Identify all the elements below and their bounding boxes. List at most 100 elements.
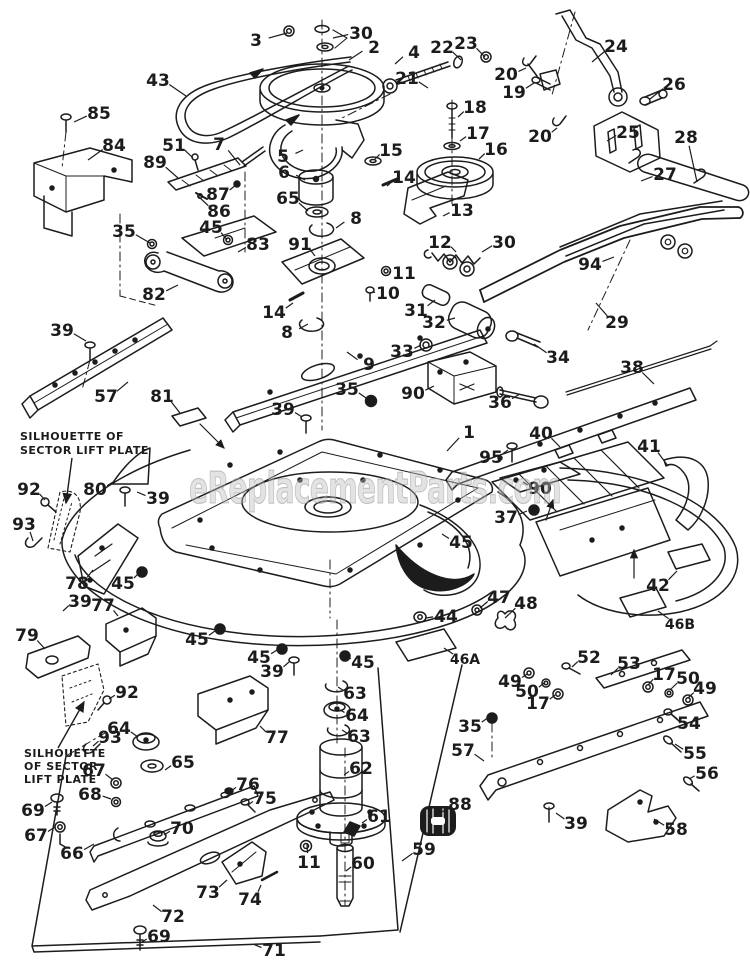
- leader-line: [441, 807, 449, 813]
- part-label-17: 17: [526, 694, 550, 714]
- part-label-43: 43: [146, 71, 170, 91]
- part-label-95: 95: [479, 448, 503, 468]
- rod-38: [565, 340, 718, 396]
- part-label-78: 78: [65, 574, 89, 594]
- part-label-52: 52: [577, 648, 601, 668]
- note-text: LIFT PLATE: [24, 773, 97, 786]
- leader-line: [591, 50, 606, 63]
- leader-line: [481, 245, 493, 253]
- leader-line: [525, 82, 535, 89]
- part-label-93: 93: [98, 728, 122, 748]
- note-text: SILHOUETTE: [24, 747, 106, 760]
- leader-line: [442, 212, 450, 217]
- part-label-67: 67: [24, 826, 48, 846]
- part-label-29: 29: [605, 313, 629, 333]
- leader-line: [446, 317, 456, 321]
- leader-line: [197, 195, 209, 207]
- engine-pulley: [259, 24, 385, 126]
- leader-line: [358, 392, 367, 399]
- leader-line: [39, 493, 46, 501]
- part-label-68: 68: [78, 785, 102, 805]
- part-label-23: 23: [454, 34, 478, 54]
- part-label-55: 55: [683, 744, 707, 764]
- leader-line: [116, 381, 129, 392]
- part-label-24: 24: [604, 37, 628, 57]
- part-label-46B: 46B: [665, 617, 695, 633]
- part-label-39: 39: [146, 489, 170, 509]
- part-label-51: 51: [162, 136, 186, 156]
- part-label-88: 88: [448, 795, 472, 815]
- part-label-90: 90: [528, 479, 552, 499]
- sector-lift-parts: [24, 447, 351, 755]
- part-label-27: 27: [653, 165, 677, 185]
- part-label-39: 39: [271, 400, 295, 420]
- part-label-32: 32: [422, 313, 446, 333]
- leader-line: [374, 153, 381, 160]
- part-label-81: 81: [150, 387, 174, 407]
- part-label-65: 65: [276, 189, 300, 209]
- part-label-45: 45: [351, 653, 375, 673]
- part-label-30: 30: [349, 24, 373, 44]
- part-label-76: 76: [236, 775, 260, 795]
- leader-line: [295, 174, 306, 181]
- rail-57-left: [21, 317, 173, 419]
- part-label-42: 42: [646, 576, 670, 596]
- part-label-14: 14: [392, 168, 416, 188]
- leader-line: [538, 682, 545, 688]
- part-label-39: 39: [564, 814, 588, 834]
- part-label-36: 36: [488, 393, 512, 413]
- part-label-86: 86: [207, 202, 231, 222]
- leader-line: [165, 166, 179, 179]
- leader-line: [247, 800, 254, 806]
- part-label-90: 90: [401, 384, 425, 404]
- leader-line: [674, 743, 684, 750]
- leader-line: [105, 773, 114, 781]
- part-label-69: 69: [147, 927, 171, 947]
- part-label-50: 50: [515, 682, 539, 702]
- leader-line: [511, 393, 521, 400]
- leader-line: [164, 765, 172, 771]
- part-label-58: 58: [664, 820, 688, 840]
- part-label-25: 25: [616, 123, 640, 143]
- note-text: SECTOR LIFT PLATE: [20, 444, 149, 457]
- rail-9: [171, 329, 488, 449]
- leader-line: [337, 686, 344, 691]
- leader-line: [106, 481, 114, 487]
- leader-line: [571, 661, 579, 668]
- leader-line: [522, 481, 529, 486]
- part-label-46A: 46A: [450, 652, 480, 668]
- leader-line: [130, 731, 139, 738]
- leader-line: [285, 302, 294, 309]
- leader-line: [688, 775, 695, 780]
- part-label-16: 16: [484, 140, 508, 160]
- plate-83-handle-82: [119, 215, 277, 307]
- leader-line: [36, 640, 46, 650]
- part-label-56: 56: [695, 764, 719, 784]
- part-label-74: 74: [238, 890, 262, 910]
- part-label-61: 61: [367, 807, 391, 827]
- part-label-44: 44: [434, 607, 458, 627]
- note-arrow: [57, 700, 85, 749]
- part-label-11: 11: [297, 853, 321, 873]
- leader-line: [551, 437, 561, 448]
- part-label-28: 28: [674, 128, 698, 148]
- part-label-82: 82: [142, 285, 166, 305]
- spring-12: [423, 249, 481, 277]
- leader-line: [298, 323, 309, 330]
- leader-line: [86, 569, 94, 578]
- leader-line: [141, 938, 148, 943]
- leader-line: [533, 343, 547, 354]
- leader-line: [208, 630, 216, 636]
- part-label-83: 83: [246, 235, 270, 255]
- leader-line: [425, 385, 435, 391]
- leader-line: [348, 50, 363, 61]
- part-label-22: 22: [430, 38, 454, 58]
- part-label-45: 45: [449, 533, 473, 553]
- leader-line: [237, 246, 247, 253]
- leader-line: [551, 127, 558, 133]
- leader-line: [479, 601, 489, 609]
- leader-line: [474, 753, 485, 762]
- leader-line: [165, 284, 179, 292]
- part-label-84: 84: [102, 136, 126, 156]
